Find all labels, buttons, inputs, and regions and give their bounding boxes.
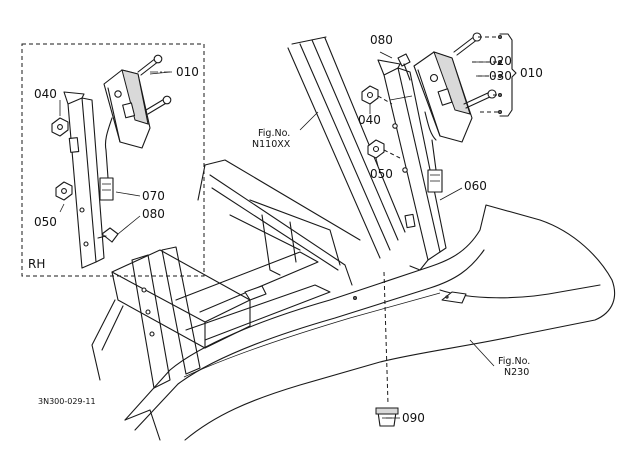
inset-border xyxy=(21,43,205,277)
lamp-assembly-010 xyxy=(413,51,473,193)
callout-080-main: 080 xyxy=(370,33,393,47)
frame-structure xyxy=(91,36,406,441)
callout-070: 070 xyxy=(142,189,165,203)
fig-ref-2-number: N230 xyxy=(504,367,529,378)
bolt-hole xyxy=(352,295,357,300)
lamp-lens xyxy=(429,73,439,83)
callout-050-main: 050 xyxy=(370,167,393,181)
callout-010-inset: 010 xyxy=(176,65,199,79)
callout-090: 090 xyxy=(402,411,425,425)
bolt-hole xyxy=(445,295,449,299)
callout-050-inset: 050 xyxy=(34,215,57,229)
callout-010-main: 010 xyxy=(520,66,543,80)
platform-seat-outline xyxy=(124,204,616,441)
bracket-bar-060 xyxy=(377,59,447,271)
rh-detail-inset xyxy=(21,43,205,277)
callout-080-inset: 080 xyxy=(142,207,165,221)
callout-040-inset: 040 xyxy=(34,87,57,101)
callout-020: 020 xyxy=(489,54,512,68)
callout-030: 030 xyxy=(489,69,512,83)
drawing-code: 3N300-029-11 xyxy=(38,397,96,406)
callout-040-main: 040 xyxy=(358,113,381,127)
leader-lines xyxy=(59,51,495,419)
fig-ref-2-title: Fig.No. xyxy=(498,356,530,367)
group-brace xyxy=(499,33,517,117)
figure-references: Fig.No. N110XX Fig.No. N230 xyxy=(252,128,530,378)
inset-side-label: RH xyxy=(28,257,45,271)
fig-ref-1-number: N110XX xyxy=(252,139,291,150)
callout-060: 060 xyxy=(464,179,487,193)
callout-labels: 080 020 030 010 040 050 060 090 010 040 … xyxy=(28,33,543,425)
fig-ref-1-title: Fig.No. xyxy=(258,128,290,139)
seat-slot xyxy=(441,291,467,304)
